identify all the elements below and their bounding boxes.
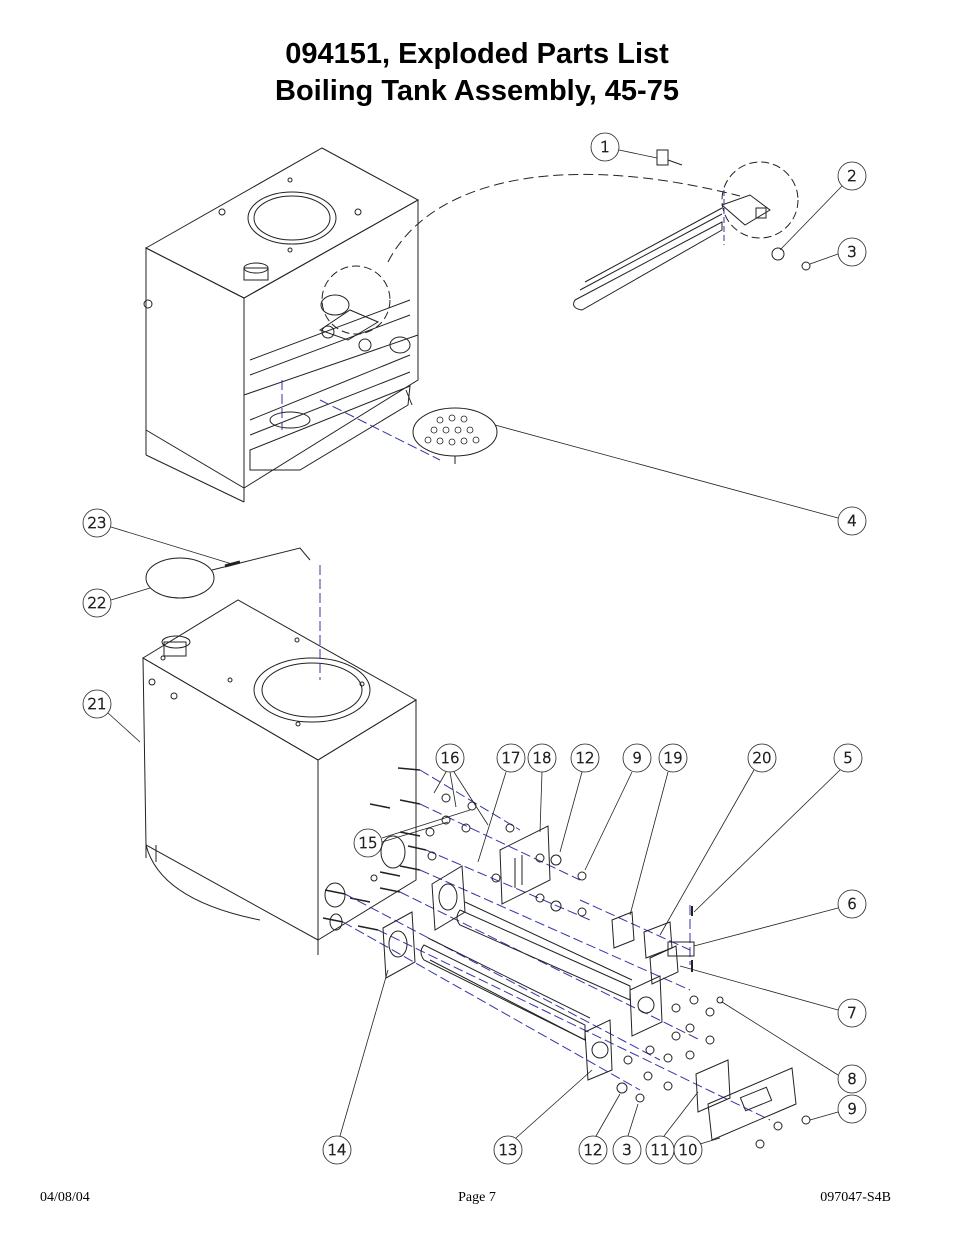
callout-9-right	[837, 1094, 867, 1124]
footer-page-number: Page 7	[458, 1190, 496, 1205]
callout-label: 1	[600, 138, 610, 156]
callout-label: 3	[622, 1141, 632, 1159]
callout-label: 7	[847, 1004, 857, 1022]
callout-label: 14	[327, 1141, 346, 1159]
callout-label: 23	[87, 514, 106, 532]
callout-21	[82, 689, 112, 719]
callout-label: 8	[847, 1070, 857, 1088]
callout-2	[837, 161, 867, 191]
cover-plate-10	[707, 1067, 797, 1141]
callout-label: 12	[575, 749, 594, 767]
callout-label: 18	[532, 749, 551, 767]
terminal-block-11	[695, 1059, 731, 1113]
footer-date: 04/08/04	[40, 1190, 90, 1205]
callout-label: 20	[752, 749, 771, 767]
callout-22	[82, 588, 112, 618]
callout-label: 6	[847, 895, 857, 913]
callout-15	[353, 828, 383, 858]
float-rod	[211, 547, 311, 571]
callout-3-top	[837, 237, 867, 267]
callout-3-bottom	[612, 1135, 642, 1165]
callout-label: 9	[632, 749, 642, 767]
heating-elements	[420, 901, 663, 1081]
callout-9-top	[622, 743, 652, 773]
callout-4	[837, 506, 867, 536]
callout-23	[82, 508, 112, 538]
callout-label: 4	[847, 512, 857, 530]
callout-5	[833, 743, 863, 773]
callout-17	[496, 743, 526, 773]
heating-element-detail	[573, 149, 811, 311]
callout-label: 5	[843, 749, 853, 767]
gasket-14	[382, 911, 416, 979]
callout-label: 19	[663, 749, 682, 767]
callout-12-top	[570, 743, 600, 773]
upper-tank-illustration	[143, 147, 498, 503]
callout-10	[673, 1135, 703, 1165]
callout-label: 12	[583, 1141, 602, 1159]
callout-label: 21	[87, 695, 106, 713]
callout-20	[747, 743, 777, 773]
callout-label: 11	[650, 1141, 669, 1159]
callout-label: 13	[498, 1141, 517, 1159]
page-title-line-1: 094151, Exploded Parts List	[285, 38, 669, 70]
callout-19	[658, 743, 688, 773]
callout-label: 9	[847, 1100, 857, 1118]
callout-7	[837, 998, 867, 1028]
gasket-upper	[431, 865, 466, 931]
page-title-line-2: Boiling Tank Assembly, 45-75	[275, 75, 679, 107]
float-ball	[145, 557, 215, 599]
callout-label: 3	[847, 243, 857, 261]
callout-label: 16	[440, 749, 459, 767]
callout-label: 17	[501, 749, 520, 767]
callout-label: 15	[358, 834, 377, 852]
callout-label: 22	[87, 594, 106, 612]
callout-label: 10	[678, 1141, 697, 1159]
lower-tank-illustration	[142, 599, 417, 955]
plate-18	[499, 825, 551, 905]
callout-13	[493, 1135, 523, 1165]
footer-document-number: 097047-S4B	[820, 1190, 891, 1205]
callout-12-bottom	[578, 1135, 608, 1165]
callout-14	[322, 1135, 352, 1165]
callout-8	[837, 1064, 867, 1094]
callout-6	[837, 889, 867, 919]
callout-1	[590, 132, 620, 162]
callout-label: 2	[847, 167, 857, 185]
